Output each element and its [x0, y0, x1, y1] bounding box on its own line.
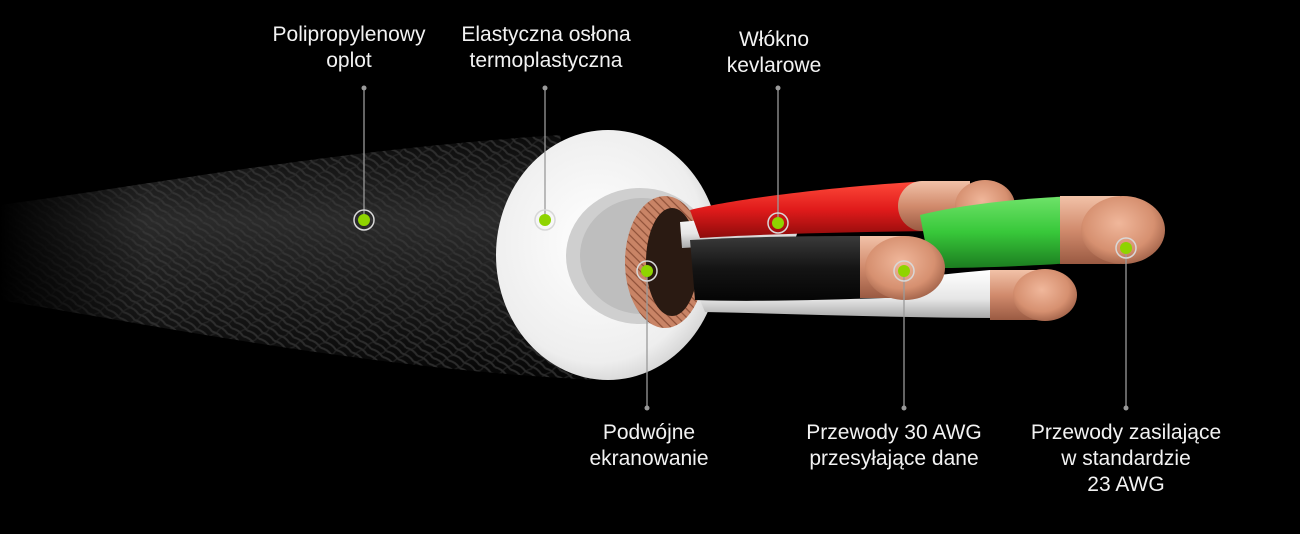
label-braid-line-1: Polipropylenowy [272, 23, 426, 46]
label-shield: Podwójne ekranowanie [589, 420, 708, 472]
label-braid: Polipropylenowy oplot [273, 22, 426, 74]
marker-shield-icon [636, 260, 658, 282]
marker-jacket-icon [534, 209, 556, 231]
label-data-wires-line-2: przesyłające dane [809, 447, 979, 470]
label-kevlar-line-2: kevlarowe [726, 54, 822, 77]
label-power-wires: Przewody zasilające w standardzie 23 AWG [1031, 420, 1221, 498]
green-wire-end [1081, 196, 1165, 264]
green-wire [920, 196, 1090, 268]
label-data-wires-line-1: Przewody 30 AWG [806, 421, 982, 444]
white-wire-end [1013, 269, 1077, 321]
label-kevlar-line-1: Włókno [738, 28, 810, 51]
label-power-wires-line-2: w standardzie [1061, 447, 1191, 470]
leader-lines [363, 88, 1127, 408]
label-power-wires-line-3: 23 AWG [1087, 473, 1165, 496]
marker-braid-icon [353, 209, 375, 231]
marker-kevlar-icon [767, 212, 789, 234]
label-shield-line-1: Podwójne [602, 421, 696, 444]
braided-sleeve [0, 130, 600, 390]
label-jacket-line-2: termoplastyczna [469, 49, 623, 72]
black-wire [690, 236, 885, 301]
label-data-wires: Przewody 30 AWG przesyłające dane [806, 420, 981, 472]
marker-power-wires-icon [1115, 237, 1137, 259]
label-power-wires-line-1: Przewody zasilające [1030, 421, 1222, 444]
callout-markers [353, 209, 1137, 282]
leader-line-end-dots [361, 85, 1129, 411]
marker-data-wires-icon [893, 260, 915, 282]
label-kevlar: Włókno kevlarowe [727, 27, 822, 79]
label-jacket: Elastyczna osłona termoplastyczna [461, 22, 630, 74]
label-jacket-line-1: Elastyczna osłona [461, 23, 631, 46]
red-wire [690, 181, 940, 238]
label-braid-line-2: oplot [326, 49, 372, 72]
label-shield-line-2: ekranowanie [589, 447, 709, 470]
